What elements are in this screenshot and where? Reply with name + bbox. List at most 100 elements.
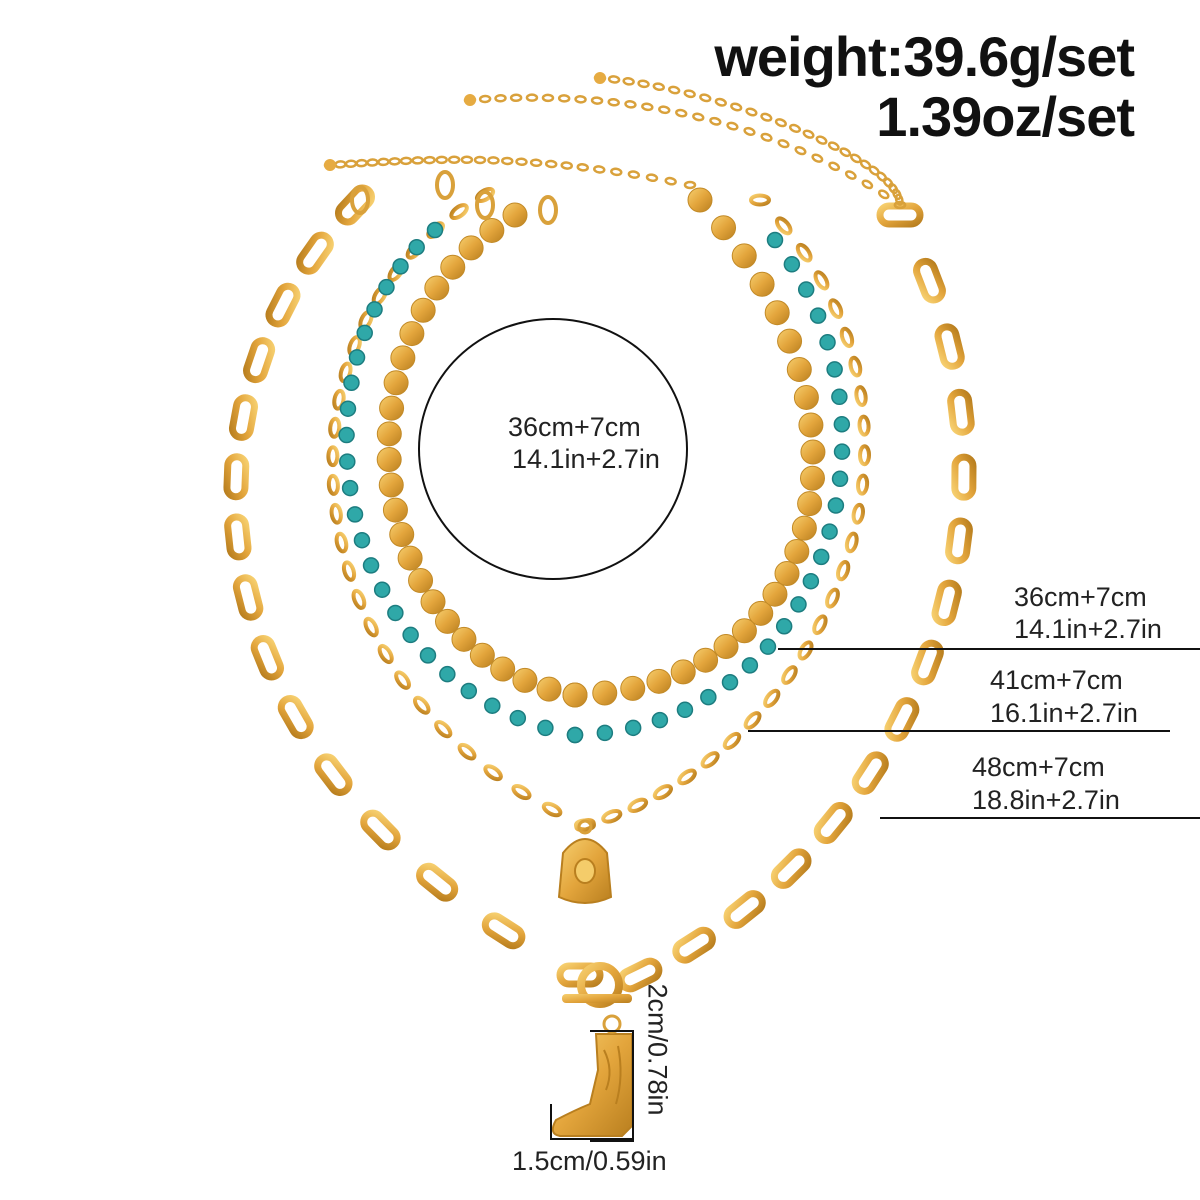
sequin-disc xyxy=(379,395,405,421)
extender-link xyxy=(607,97,620,107)
sequin-disc xyxy=(791,515,817,541)
extender-link xyxy=(692,112,705,122)
lobster-clasp xyxy=(350,185,370,215)
extender-link xyxy=(590,96,604,105)
leader-line-48cm xyxy=(880,817,1200,819)
chain-link xyxy=(394,670,411,690)
leader-line-36cm xyxy=(778,648,1200,650)
chain-link xyxy=(812,614,828,636)
length-41-cm: 41cm+7cm xyxy=(990,665,1123,695)
length-callout-oval xyxy=(418,318,688,580)
chain-link xyxy=(770,848,812,889)
turquoise-bead xyxy=(378,278,395,296)
turquoise-bead xyxy=(353,531,371,549)
extender-link xyxy=(641,102,654,112)
chain-link xyxy=(377,643,394,665)
turquoise-bead xyxy=(775,618,793,635)
sequin-disc xyxy=(646,668,672,694)
extender-end-bead xyxy=(464,94,476,106)
turquoise-bead xyxy=(766,231,784,249)
turquoise-bead xyxy=(833,416,851,433)
extender-link xyxy=(893,200,907,210)
paperclip-chain-necklace xyxy=(223,184,977,993)
extender-link xyxy=(525,93,539,102)
extender-link xyxy=(760,112,773,122)
extender-link xyxy=(624,100,637,109)
chain-link xyxy=(797,640,814,661)
extender-link xyxy=(815,135,828,145)
sequin-disc xyxy=(512,667,538,693)
chain-link xyxy=(329,502,343,525)
extender-link xyxy=(714,97,727,107)
extender-link xyxy=(487,156,500,165)
extender-link xyxy=(529,158,543,168)
sequin-disc xyxy=(784,538,810,564)
chain-link xyxy=(601,808,623,824)
length-41-inch: 16.1in+2.7in xyxy=(990,698,1138,728)
extender-link xyxy=(334,160,347,169)
sequin-disc xyxy=(562,682,588,708)
turquoise-bead-necklace xyxy=(338,221,851,744)
turquoise-bead xyxy=(338,426,355,444)
extender-link xyxy=(745,107,758,117)
chain-link xyxy=(835,559,851,582)
sequin-disc xyxy=(749,271,775,297)
extender-link xyxy=(811,153,824,163)
sequin-disc xyxy=(762,581,788,607)
turquoise-bead xyxy=(797,281,815,298)
chain-link xyxy=(363,616,379,638)
extender-link xyxy=(377,157,390,167)
oval-length-inch: 14.1in+2.7in xyxy=(512,444,660,474)
turquoise-bead xyxy=(831,470,849,488)
chain-link xyxy=(326,445,340,468)
sequin-disc-necklace xyxy=(376,187,826,708)
chain-link xyxy=(416,862,459,902)
turquoise-bead xyxy=(537,719,554,737)
extender-link xyxy=(501,156,514,166)
turquoise-bead xyxy=(566,726,584,744)
sequin-disc xyxy=(390,345,416,371)
extender-link xyxy=(344,159,358,169)
extender-link xyxy=(730,102,743,112)
chain-link xyxy=(813,270,830,291)
sequin-disc xyxy=(797,491,823,517)
chain-link xyxy=(224,513,252,561)
extender-link xyxy=(637,79,650,89)
extender-link xyxy=(850,153,862,164)
chain-link xyxy=(250,635,285,681)
sequin-disc xyxy=(731,243,757,269)
sequin-disc xyxy=(424,275,450,301)
sequin-disc xyxy=(711,215,737,241)
extender-link xyxy=(882,177,894,189)
turquoise-bead xyxy=(819,334,836,351)
sequin-disc xyxy=(490,656,516,682)
leader-line-41cm xyxy=(748,730,1170,732)
extender-end-bead xyxy=(594,72,606,84)
turquoise-bead xyxy=(651,711,669,729)
extender-link xyxy=(645,173,659,183)
extender-link xyxy=(388,157,401,166)
sequin-disc xyxy=(389,521,415,547)
extender-link xyxy=(494,93,507,103)
extender-link xyxy=(664,176,677,186)
turquoise-bead xyxy=(341,479,359,497)
chain-link xyxy=(243,337,276,384)
chain-link xyxy=(913,257,946,304)
turquoise-bead xyxy=(460,682,478,700)
chain-link xyxy=(763,688,781,708)
chain-link xyxy=(848,355,863,378)
sequin-disc xyxy=(440,254,466,280)
extender-link xyxy=(447,155,461,165)
sequin-disc xyxy=(458,235,484,261)
turquoise-bead xyxy=(392,258,409,275)
chain-link xyxy=(749,193,771,207)
extender-link xyxy=(668,85,681,95)
extender-link xyxy=(574,95,587,104)
turquoise-bead xyxy=(509,709,527,727)
chain-link xyxy=(857,414,871,437)
extender-link xyxy=(828,161,841,172)
pendant-height-bracket xyxy=(590,1030,634,1142)
sequin-disc xyxy=(798,412,824,438)
extender-link xyxy=(557,94,571,103)
chain-link xyxy=(334,531,349,554)
